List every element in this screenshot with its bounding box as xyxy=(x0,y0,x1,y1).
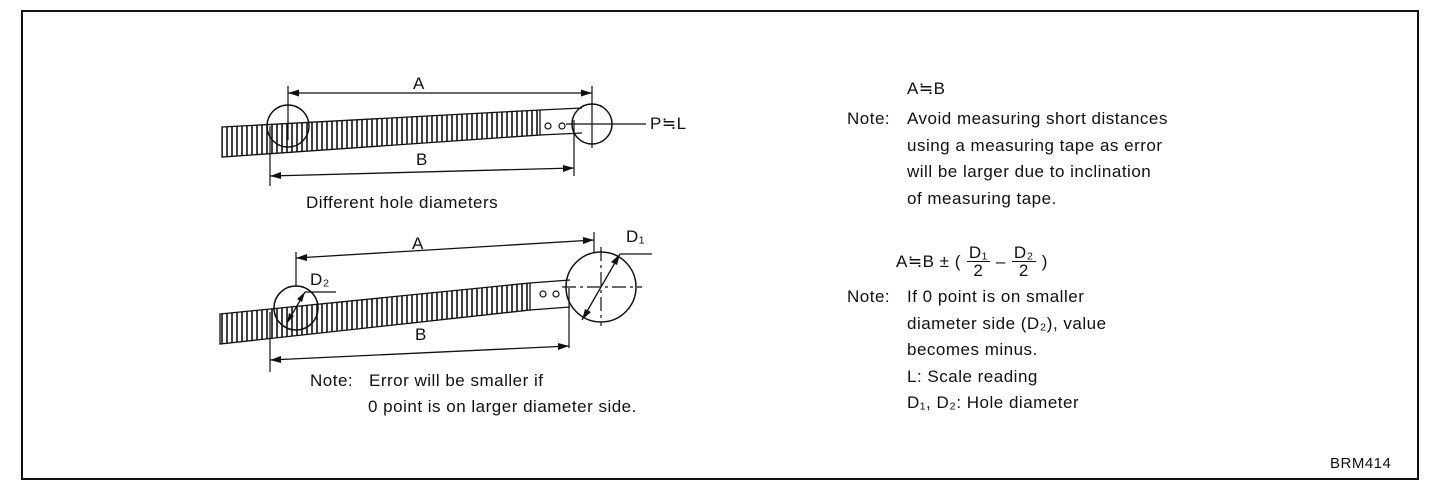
d1-diameter-line xyxy=(581,253,621,321)
fraction-2-numerator: D₂ xyxy=(1011,243,1036,262)
arrowhead xyxy=(581,89,592,97)
note-1-line: will be larger due to inclination xyxy=(907,162,1152,181)
formula-1: A≒B xyxy=(907,79,946,98)
arrowhead xyxy=(270,172,281,179)
label-p-approx-l: P≒L xyxy=(650,114,687,133)
caption-1: Different hole diameters xyxy=(306,193,499,212)
note-1-line: of measuring tape. xyxy=(907,188,1057,208)
label-b-2: B xyxy=(415,325,427,344)
note-1-label: Note: xyxy=(847,109,891,128)
label-a-2: A xyxy=(412,234,424,253)
note-2-body: If 0 point is on smaller diameter side (… xyxy=(907,284,1107,417)
label-d1: D₁ xyxy=(626,227,646,246)
diagram2 xyxy=(219,232,652,372)
fraction-1-denominator: 2 xyxy=(973,261,984,280)
dimension-b-1 xyxy=(269,167,575,177)
arrowhead xyxy=(583,237,594,244)
caption-2-note-label: Note: xyxy=(310,371,354,390)
formula-2-minus: – xyxy=(995,251,1006,271)
formula-2-left: A≒B ± ( xyxy=(896,251,961,271)
tape-2-end-bottom xyxy=(529,306,571,311)
formula-2: A≒B ± ( D₁ 2 – D₂ 2 ) xyxy=(896,244,1048,279)
note-2-line: becomes minus. xyxy=(907,340,1038,359)
note-1-line: Avoid measuring short distances xyxy=(907,109,1168,128)
tape-1-rivet xyxy=(558,122,566,130)
arrowhead xyxy=(558,343,569,350)
label-d2: D₂ xyxy=(310,270,330,289)
fraction-d2-over-2: D₂ 2 xyxy=(1011,243,1036,280)
tape-1-rivet xyxy=(544,122,552,130)
fraction-1-numerator: D₁ xyxy=(966,243,990,262)
tape-2 xyxy=(219,282,531,345)
caption-2-line1: Error will be smaller if xyxy=(369,371,544,390)
note-2-line: If 0 point is on smaller xyxy=(907,287,1085,306)
tape-1-end-top xyxy=(539,107,583,111)
note-2-line: L: Scale reading xyxy=(907,366,1038,386)
formula-2-right: ) xyxy=(1041,251,1048,271)
arrowhead xyxy=(297,292,305,302)
arrowhead xyxy=(287,313,294,323)
fraction-2-denominator: 2 xyxy=(1018,261,1029,280)
arrowhead xyxy=(288,89,299,97)
label-a-1: A xyxy=(413,74,425,93)
note-1-body: Avoid measuring short distances using a … xyxy=(907,106,1168,212)
tape-2-rivet xyxy=(552,290,560,298)
arrowhead xyxy=(296,254,307,261)
dimension-a-2 xyxy=(295,239,595,259)
arrowhead xyxy=(582,309,591,320)
diagram1 xyxy=(221,86,646,186)
note-1-line: using a measuring tape as error xyxy=(907,135,1163,155)
dimension-b-2 xyxy=(269,345,570,361)
fraction-d1-over-2: D₁ 2 xyxy=(966,243,990,280)
arrowhead xyxy=(611,254,620,265)
caption-2-line2: 0 point is on larger diameter side. xyxy=(368,397,637,416)
figure-frame xyxy=(21,10,1419,480)
note-2-label: Note: xyxy=(847,287,891,306)
note-2-line: diameter side (D₂), value xyxy=(907,313,1107,333)
figure-code: BRM414 xyxy=(1330,455,1392,472)
tape-2-rivet xyxy=(539,290,547,298)
arrowhead xyxy=(563,165,574,172)
label-b-1: B xyxy=(416,150,428,169)
arrowhead xyxy=(270,356,281,363)
tape-2-end-top xyxy=(529,279,571,284)
note-2-line: D₁, D₂: Hole diameter xyxy=(907,393,1080,412)
